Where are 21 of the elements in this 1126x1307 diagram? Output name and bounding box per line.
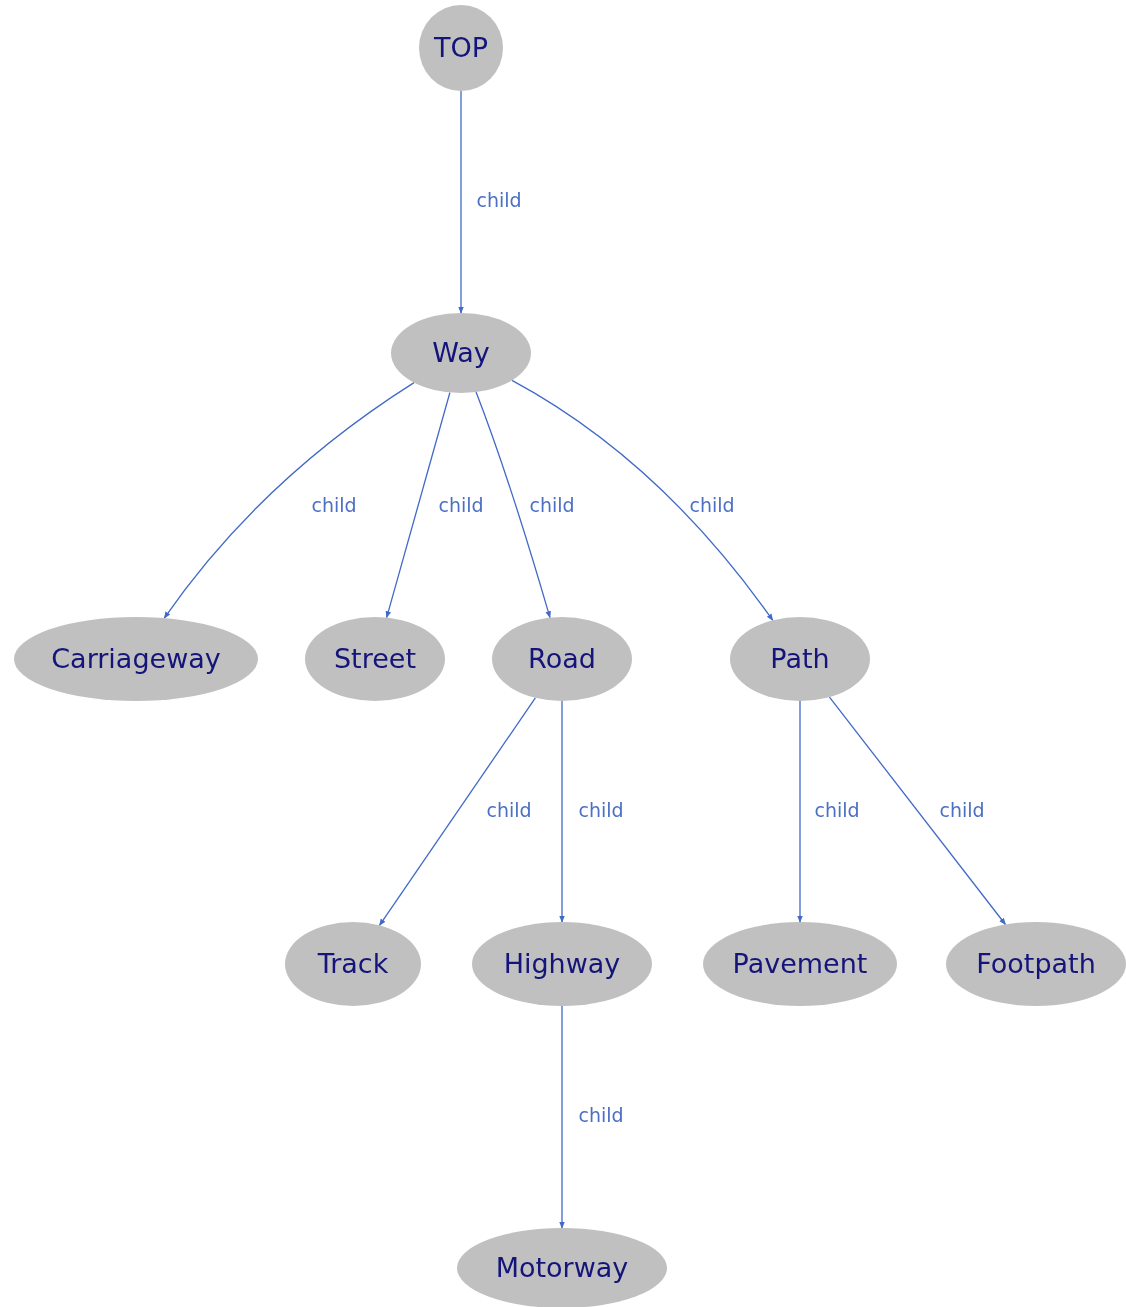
arrow xyxy=(559,700,565,923)
node-label: TOP xyxy=(434,31,488,65)
node-label: Motorway xyxy=(495,1251,629,1285)
node-label: Pavement xyxy=(732,947,868,981)
node-label: Highway xyxy=(503,947,621,981)
arrow xyxy=(511,379,774,621)
node-label: Carriageway xyxy=(51,642,221,676)
node-label: Road xyxy=(528,642,596,676)
arrow xyxy=(458,90,464,314)
arrow xyxy=(385,391,451,619)
node-label: Footpath xyxy=(976,947,1096,981)
arrow xyxy=(828,696,1007,926)
node-label: Way xyxy=(432,336,490,370)
arrow xyxy=(559,1005,565,1229)
arrow xyxy=(475,391,551,619)
arrow xyxy=(378,697,537,926)
arrow xyxy=(797,700,803,923)
node-label: Path xyxy=(770,642,830,676)
node-label: Track xyxy=(317,947,389,981)
node-label: Street xyxy=(333,642,416,676)
arrow xyxy=(163,382,415,619)
